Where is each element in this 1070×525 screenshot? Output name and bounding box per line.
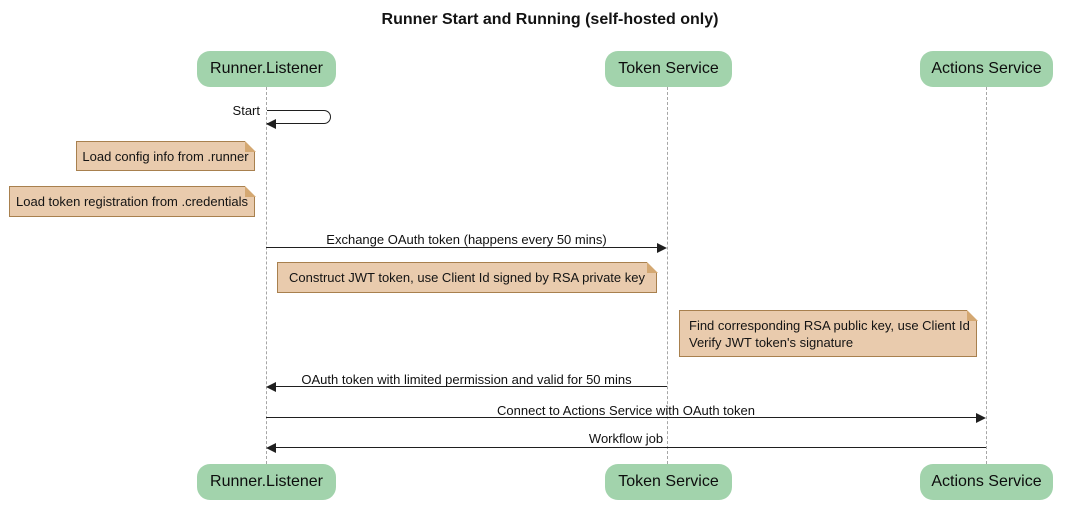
message-line: [266, 417, 981, 418]
actor-top-runner-listener: Runner.Listener: [197, 51, 336, 87]
note-fold-icon: [966, 309, 978, 321]
actor-bottom-token-service: Token Service: [605, 464, 732, 500]
note-text: Construct JWT token, use Client Id signe…: [289, 270, 645, 285]
actor-label: Runner.Listener: [210, 473, 323, 490]
self-message-label: Start: [232, 103, 260, 118]
message-arrowhead-icon: [976, 413, 986, 423]
message-label-oauth-return: OAuth token with limited permission and …: [301, 372, 632, 387]
message-arrowhead-icon: [266, 443, 276, 453]
self-message-arrowhead-icon: [266, 119, 276, 129]
lifeline-actions-service: [986, 87, 987, 464]
note-fold-icon: [244, 140, 256, 152]
message-line: [266, 247, 662, 248]
note-load-token-registration: Load token registration from .credential…: [9, 185, 256, 217]
message-label-workflow-job: Workflow job: [588, 431, 664, 446]
actor-bottom-actions-service: Actions Service: [920, 464, 1053, 500]
note-text: Find corresponding RSA public key, use C…: [689, 317, 970, 350]
note-fold-icon: [244, 185, 256, 197]
diagram-title: Runner Start and Running (self-hosted on…: [381, 11, 719, 28]
note-construct-jwt: Construct JWT token, use Client Id signe…: [277, 261, 658, 293]
note-text: Load config info from .runner: [82, 148, 249, 164]
lifeline-runner-listener: [266, 87, 267, 464]
message-arrowhead-icon: [657, 243, 667, 253]
message-arrowhead-icon: [266, 382, 276, 392]
actor-label: Token Service: [618, 60, 719, 77]
note-find-rsa-public-key: Find corresponding RSA public key, use C…: [679, 309, 978, 357]
actor-label: Runner.Listener: [210, 60, 323, 77]
actor-bottom-runner-listener: Runner.Listener: [197, 464, 336, 500]
note-text: Load token registration from .credential…: [16, 194, 248, 209]
lifeline-token-service: [667, 87, 668, 464]
actor-label: Actions Service: [931, 473, 1042, 490]
message-line: [271, 447, 986, 448]
message-label-connect-actions: Connect to Actions Service with OAuth to…: [497, 403, 755, 418]
actor-top-token-service: Token Service: [605, 51, 732, 87]
note-load-config: Load config info from .runner: [76, 140, 256, 171]
actor-top-actions-service: Actions Service: [920, 51, 1053, 87]
self-message-loop-line: [267, 110, 331, 124]
message-line: [271, 386, 667, 387]
actor-label: Actions Service: [931, 60, 1042, 77]
message-label-exchange-oauth: Exchange OAuth token (happens every 50 m…: [326, 232, 607, 247]
actor-label: Token Service: [618, 473, 719, 490]
note-fold-icon: [646, 261, 658, 273]
